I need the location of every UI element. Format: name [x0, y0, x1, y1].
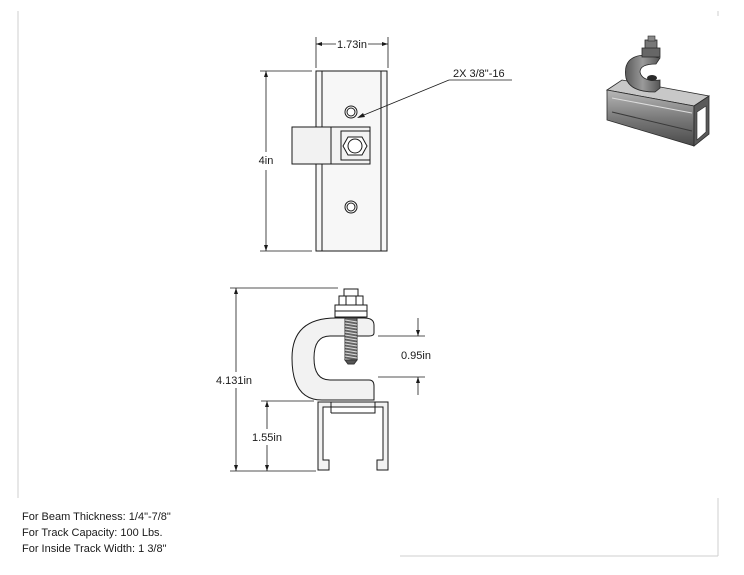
dimension-lines-side: [230, 287, 425, 472]
track-channel: [317, 401, 389, 471]
thread-line: [344, 349, 358, 353]
bolt-threads: [344, 317, 358, 365]
thread-line: [344, 319, 358, 323]
bolt-callout: 2X 3/8"-16: [453, 68, 505, 80]
thread-line: [344, 340, 358, 344]
dimension-lines-top: [260, 37, 512, 252]
thread-line: [344, 325, 358, 329]
thread-line: [344, 355, 358, 359]
thread-line: [344, 328, 358, 332]
thread-line: [344, 343, 358, 347]
thread-line: [344, 346, 358, 350]
drawing-border: [17, 11, 719, 557]
thread-line: [344, 352, 358, 356]
bolt-tip: [344, 359, 358, 365]
dim-track-height: 1.55in: [252, 432, 282, 444]
note-inside-track-width: For Inside Track Width: 1 3/8": [22, 543, 167, 555]
dim-top-width: 1.73in: [337, 39, 367, 51]
thread-line: [344, 331, 358, 335]
thread-line: [344, 322, 358, 326]
note-beam-thickness: For Beam Thickness: 1/4"-7/8": [22, 511, 171, 523]
thread-line: [344, 334, 358, 338]
thread-line: [344, 337, 358, 341]
dim-top-height: 4in: [259, 155, 274, 167]
product-render: [605, 35, 711, 147]
specification-notes: For Beam Thickness: 1/4"-7/8" For Track …: [22, 509, 171, 557]
side-view: [291, 288, 375, 401]
dim-jaw-opening: 0.95in: [401, 350, 431, 362]
dim-overall-height: 4.131in: [216, 375, 252, 387]
note-track-capacity: For Track Capacity: 100 Lbs.: [22, 527, 163, 539]
top-view: [291, 70, 388, 252]
